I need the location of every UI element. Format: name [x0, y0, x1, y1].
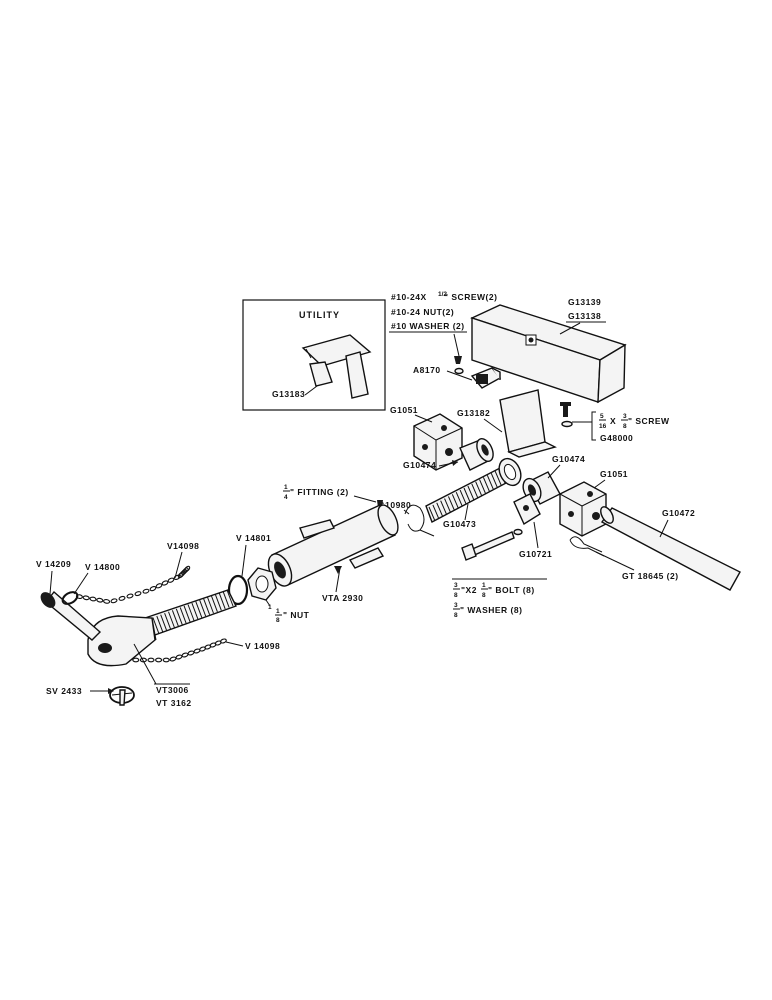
chain-v14098-bottom	[132, 638, 227, 663]
label-v14801: V 14801	[236, 533, 271, 543]
cotter-pin-gt18645	[569, 536, 605, 557]
shaft-g10472	[600, 506, 741, 591]
svg-text:3: 3	[454, 602, 458, 609]
label-g13138: G13138	[568, 311, 601, 321]
label-v14098-bottom: V 14098	[245, 641, 280, 651]
tube-vta2930	[267, 504, 399, 587]
chain-v14098-top	[75, 565, 191, 604]
svg-text:5: 5	[600, 413, 604, 420]
label-screw-5-16-tail: " SCREW	[628, 416, 670, 426]
label-washer-3-8: " WASHER (8)	[460, 605, 522, 615]
label-nut-10-24: #10-24 NUT(2)	[391, 307, 454, 317]
label-g13183: G13183	[272, 389, 305, 399]
block-g1051-right	[559, 481, 607, 537]
svg-text:8: 8	[454, 592, 458, 599]
bushing-g10474-left	[459, 438, 494, 471]
svg-text:8: 8	[276, 617, 280, 624]
label-gt18645: GT 18645 (2)	[622, 571, 679, 581]
label-g48000: G48000	[600, 433, 633, 443]
label-g10474-right: G10474	[552, 454, 585, 464]
label-vt3006: VT3006	[156, 685, 189, 695]
label-g10474-left: G10474	[403, 460, 436, 470]
label-a8170: A8170	[413, 365, 441, 375]
svg-text:4: 4	[284, 494, 288, 501]
svg-text:3: 3	[623, 413, 627, 420]
label-g13182: G13182	[457, 408, 490, 418]
bracket-plate-g13182	[499, 389, 557, 458]
block-g1051-left	[413, 413, 463, 471]
svg-text:16: 16	[599, 423, 607, 430]
label-v14098-top: V14098	[167, 541, 199, 551]
label-sv2433: SV 2433	[46, 686, 82, 696]
label-g13139: G13139	[568, 297, 601, 307]
svg-text:8: 8	[623, 423, 627, 430]
label-screw-10-24: #10-24X	[391, 292, 427, 302]
toolbox	[470, 304, 627, 404]
label-washer-10: #10 WASHER (2)	[391, 321, 465, 331]
screw-5-16	[560, 402, 573, 428]
nut-1-1-8	[247, 567, 277, 601]
svg-text:1: 1	[276, 608, 280, 615]
label-g10473: G10473	[443, 519, 476, 529]
label-v14800: V 14800	[85, 562, 120, 572]
label-g1051-right: G1051	[600, 469, 628, 479]
label-vta2930: VTA 2930	[322, 593, 363, 603]
label-g10721: G10721	[519, 549, 552, 559]
svg-text:"X2: "X2	[461, 585, 477, 595]
svg-text:8: 8	[482, 592, 486, 599]
bushing-g10474-right	[522, 471, 561, 505]
threaded-rod-g10473	[425, 457, 522, 523]
clevis-vt3006	[87, 589, 237, 667]
label-screw-10-24-tail: " SCREW(2)	[444, 292, 497, 302]
latch-a8170	[470, 367, 502, 389]
label-g10472: G10472	[662, 508, 695, 518]
svg-text:3: 3	[454, 582, 458, 589]
label-screw-5-16: X	[610, 416, 616, 426]
svg-text:1: 1	[482, 582, 486, 589]
label-bolt: " BOLT (8)	[488, 585, 535, 595]
ring-v14801	[227, 574, 249, 606]
utility-inset: UTILITY G13183	[242, 299, 386, 411]
svg-text:8: 8	[454, 612, 458, 619]
svg-text:1: 1	[284, 484, 288, 491]
bolt-3-8	[461, 531, 515, 561]
bracket-g10721	[513, 493, 541, 536]
svg-text:1: 1	[268, 604, 272, 611]
label-v14209: V 14209	[36, 559, 71, 569]
label-vt3162: VT 3162	[156, 698, 192, 708]
label-g1051-left: G1051	[390, 405, 418, 415]
ring-v14800	[61, 591, 79, 605]
inset-title: UTILITY	[299, 310, 340, 320]
utility-bracket	[301, 334, 372, 399]
label-fitting: " FITTING (2)	[290, 487, 349, 497]
label-nut-1-1-8: " NUT	[283, 610, 310, 620]
label-g10980: G10980	[378, 500, 411, 510]
ring-g10980	[404, 504, 435, 537]
lynch-pin-sv2433	[109, 686, 135, 706]
pin-v14209	[40, 590, 102, 641]
label-screw-10-24-frac: 1/2	[438, 291, 447, 298]
small-screw-parts	[454, 356, 464, 375]
